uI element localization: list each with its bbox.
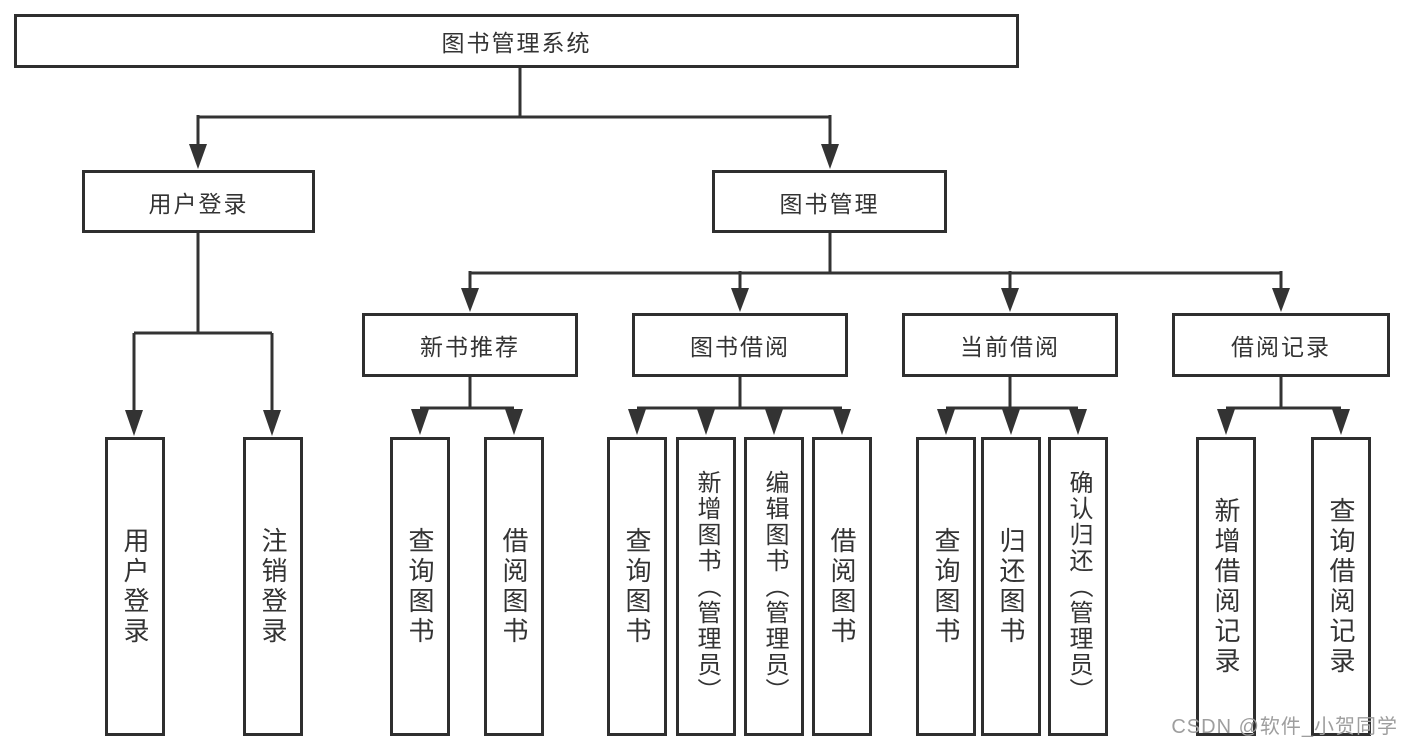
leaf-edit-books-admin: 编辑图书（管理员） <box>744 437 804 736</box>
node-borrowing-records: 借阅记录 <box>1172 313 1390 377</box>
leaf-add-books-admin: 新增图书（管理员） <box>676 437 736 736</box>
leaf-borrow-books-recommend: 借阅图书 <box>484 437 544 736</box>
leaf-borrow-books-borrowing: 借阅图书 <box>812 437 872 736</box>
leaf-query-books-current: 查询图书 <box>916 437 976 736</box>
node-book-management: 图书管理 <box>712 170 947 233</box>
node-user-login: 用户登录 <box>82 170 315 233</box>
leaf-return-books: 归还图书 <box>981 437 1041 736</box>
leaf-user-login: 用户登录 <box>105 437 165 736</box>
csdn-watermark: CSDN @软件_小贺同学 <box>1171 716 1398 738</box>
leaf-confirm-return-admin: 确认归还（管理员） <box>1048 437 1108 736</box>
node-current-borrowing: 当前借阅 <box>902 313 1118 377</box>
leaf-add-borrow-record: 新增借阅记录 <box>1196 437 1256 736</box>
leaf-query-books-recommend: 查询图书 <box>390 437 450 736</box>
leaf-query-borrow-record: 查询借阅记录 <box>1311 437 1371 736</box>
leaf-query-books-borrowing: 查询图书 <box>607 437 667 736</box>
node-book-borrowing: 图书借阅 <box>632 313 848 377</box>
leaf-logout: 注销登录 <box>243 437 303 736</box>
node-library-management-system: 图书管理系统 <box>14 14 1019 68</box>
node-new-book-recommendation: 新书推荐 <box>362 313 578 377</box>
